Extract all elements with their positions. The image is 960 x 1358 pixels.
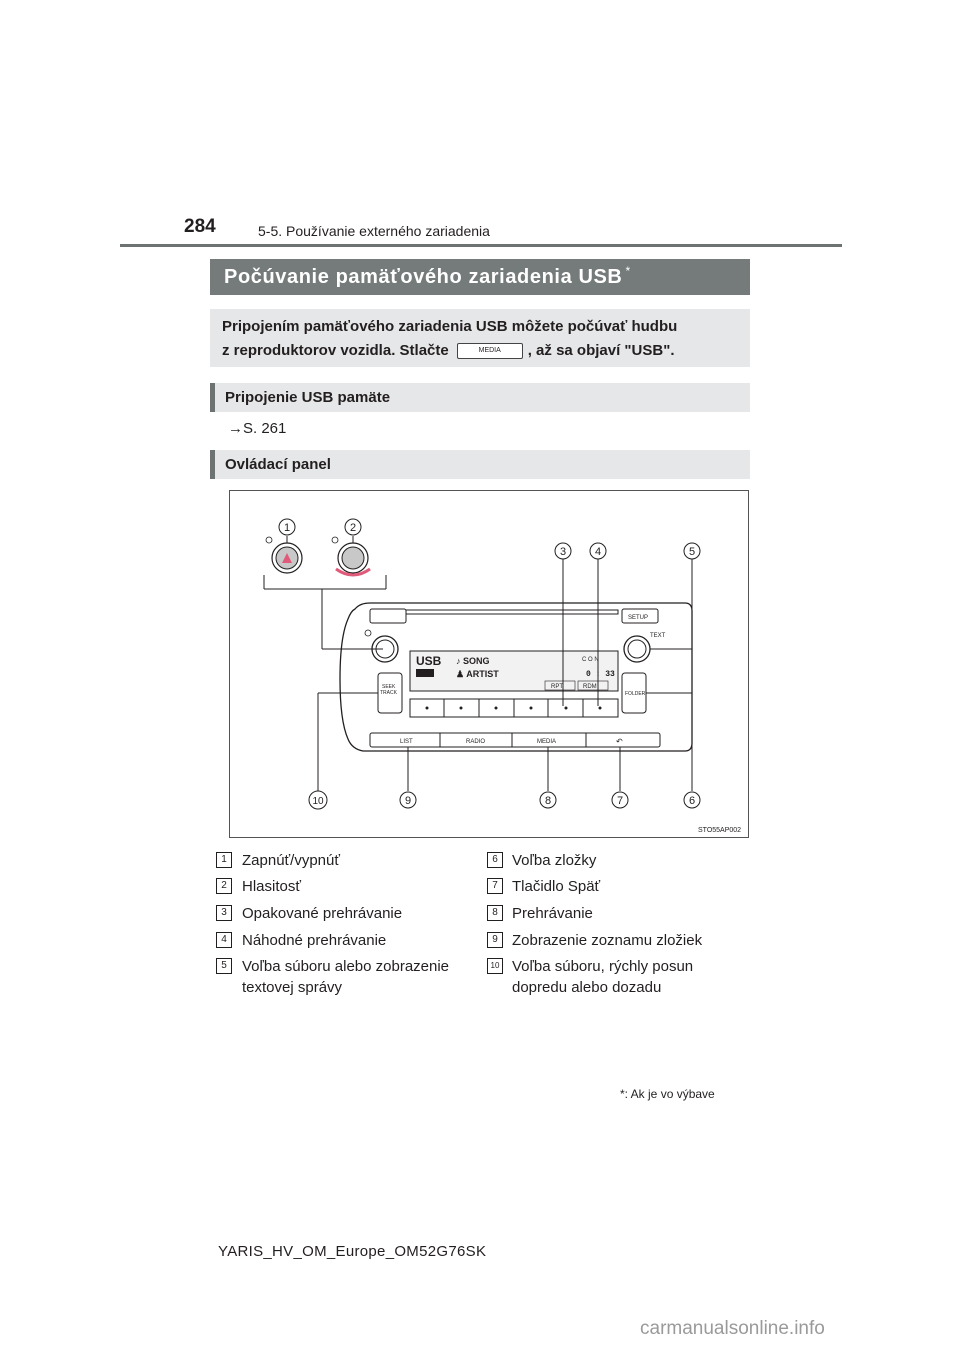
svg-text:1: 1 [284, 522, 290, 534]
control-panel-figure: USB ♪ SONG ♟ ARTIST C O N 0 : 33 RPT RDM… [229, 490, 749, 838]
power-icon [265, 536, 273, 544]
power-icon [331, 536, 339, 544]
svg-text:10: 10 [312, 796, 324, 807]
legend-text: Zobrazenie zoznamu zložiek [512, 932, 703, 949]
footnote: *: Ak je vo výbave [620, 1087, 715, 1101]
display-indicator: C O N [582, 657, 599, 663]
intro-line-2: z reproduktorov vozidla. Stlačte MEDIA, a… [222, 339, 738, 363]
display-time: 0 : 33 [586, 670, 615, 679]
media-label: MEDIA [537, 739, 556, 745]
svg-text:7: 7 [617, 795, 623, 807]
asterisk-mark: * [625, 264, 631, 278]
media-key-icon: MEDIA [456, 343, 523, 360]
display-usb-label: USB [416, 654, 442, 668]
rpt-label: RPT [551, 684, 563, 690]
section-title: 5-5. Používanie externého zariadenia [258, 223, 490, 239]
radio-label: RADIO [466, 739, 485, 745]
figure-code: STO55AP002 [698, 827, 741, 834]
legend-text: Voľba súboru alebo zobrazenie textovej s… [242, 958, 450, 996]
folder-label: FOLDER [625, 691, 646, 697]
push-arrow-icon [282, 553, 292, 563]
control-panel-diagram: USB ♪ SONG ♟ ARTIST C O N 0 : 33 RPT RDM… [263, 518, 741, 834]
head-unit-body [339, 602, 693, 752]
legend-number: 7 [487, 878, 503, 894]
legend-number: 5 [216, 958, 232, 974]
svg-text:8: 8 [545, 795, 551, 807]
power-icon [364, 629, 372, 637]
legend-text: Zapnúť/vypnúť [242, 852, 340, 869]
legend-text: Voľba zložky [512, 852, 597, 869]
back-icon: ↶ [616, 737, 623, 746]
legend-text: Voľba súboru, rýchly posun dopredu alebo… [512, 958, 694, 996]
intro-line-2-start: z reproduktorov vozidla. Stlačte [222, 342, 449, 359]
display-artist-label: ♟ ARTIST [456, 669, 499, 679]
legend-number: 2 [216, 878, 232, 894]
document-id: YARIS_HV_OM_Europe_OM52G76SK [218, 1243, 487, 1260]
legend-number: 6 [487, 852, 503, 868]
legend-text: Náhodné prehrávanie [242, 932, 387, 949]
legend-number: 3 [216, 905, 232, 921]
page-number: 284 [184, 216, 216, 237]
svg-text:9: 9 [405, 795, 411, 807]
svg-text:3: 3 [560, 546, 566, 558]
header-divider [120, 244, 842, 247]
legend-number: 9 [487, 932, 503, 948]
seek-label: SEEK [382, 684, 396, 690]
svg-text:4: 4 [595, 546, 601, 558]
list-label: LIST [400, 739, 413, 745]
intro-line-2-end: , až sa objaví "USB". [527, 342, 675, 359]
eject-button [369, 608, 407, 624]
control-panel-heading: Ovládací panel [210, 450, 750, 479]
legend-text: Hlasitosť [242, 878, 301, 895]
svg-text:2: 2 [350, 522, 356, 534]
intro-line-1: Pripojením pamäťového zariadenia USB môž… [222, 318, 678, 335]
power-volume-knob [371, 635, 399, 663]
rdm-label: RDM [583, 684, 597, 690]
rotate-arrow-icon [335, 567, 371, 577]
page-title-text: Počúvanie pamäťového zariadenia USB [224, 265, 623, 288]
page-reference-link[interactable]: →S. 261 [228, 420, 287, 437]
legend-text: Tlačidlo Späť [512, 878, 601, 895]
display-song-label: ♪ SONG [456, 656, 490, 666]
text-label: TEXT [650, 633, 666, 639]
track-label: TRACK [380, 690, 398, 696]
legend-number: 8 [487, 905, 503, 921]
intro-box: Pripojením pamäťového zariadenia USB môž… [210, 309, 750, 367]
legend-text: Prehrávanie [512, 905, 593, 922]
usb-connection-heading: Pripojenie USB pamäte [210, 383, 750, 412]
watermark-text: carmanualsonline.info [640, 1318, 825, 1339]
bottom-buttons-row [369, 732, 661, 748]
setup-label: SETUP [628, 615, 648, 621]
svg-text:5: 5 [689, 546, 695, 558]
legend-text: Opakované prehrávanie [242, 905, 403, 922]
svg-text:6: 6 [689, 795, 695, 807]
legend-number: 10 [487, 958, 503, 974]
display-screen [409, 650, 619, 692]
setup-button [621, 608, 659, 624]
legend-number: 1 [216, 852, 232, 868]
page-title: Počúvanie pamäťového zariadenia USB* [210, 259, 750, 295]
legend-number: 4 [216, 932, 232, 948]
